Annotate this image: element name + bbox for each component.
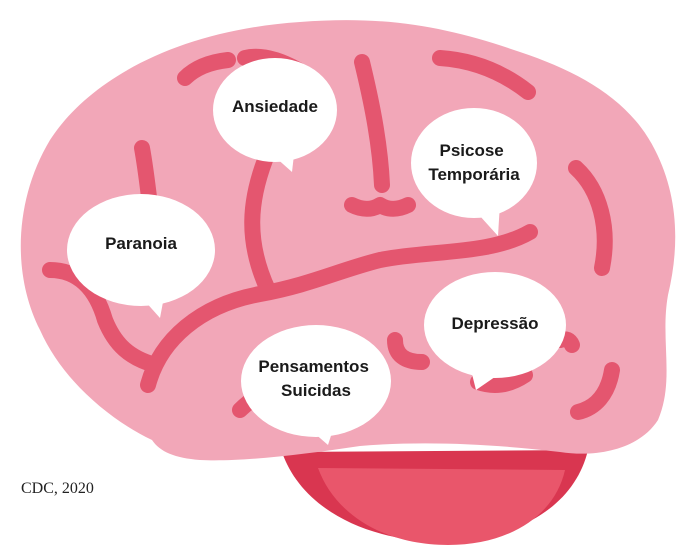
svg-text:Pensamentos Suicidas: Pensamentos Suicidas xyxy=(258,357,373,400)
label-pensamentos-line1: Pensamentos xyxy=(258,357,369,376)
svg-text:Ansiedade: Ansiedade xyxy=(232,97,318,116)
svg-text:Paranoia: Paranoia xyxy=(105,234,177,253)
source-caption: CDC, 2020 xyxy=(21,480,94,497)
label-paranoia-line1: Paranoia xyxy=(105,234,177,253)
bubble-depressao: Depressão xyxy=(424,272,566,390)
label-pensamentos-line2: Suicidas xyxy=(281,381,351,400)
bubble-psicose: Psicose Temporária xyxy=(411,108,537,236)
cerebellum xyxy=(282,450,588,545)
svg-text:Depressão: Depressão xyxy=(452,314,539,333)
label-psicose-line1: Psicose xyxy=(440,141,504,160)
bubble-pensamentos: Pensamentos Suicidas xyxy=(241,325,391,445)
bubble-paranoia: Paranoia xyxy=(67,194,215,318)
label-depressao-line1: Depressão xyxy=(452,314,539,333)
bubble-ansiedade: Ansiedade xyxy=(213,58,337,172)
label-ansiedade-line1: Ansiedade xyxy=(232,97,318,116)
svg-text:Psicose Temporária: Psicose Temporária xyxy=(428,141,520,184)
label-psicose-line2: Temporária xyxy=(428,165,520,184)
